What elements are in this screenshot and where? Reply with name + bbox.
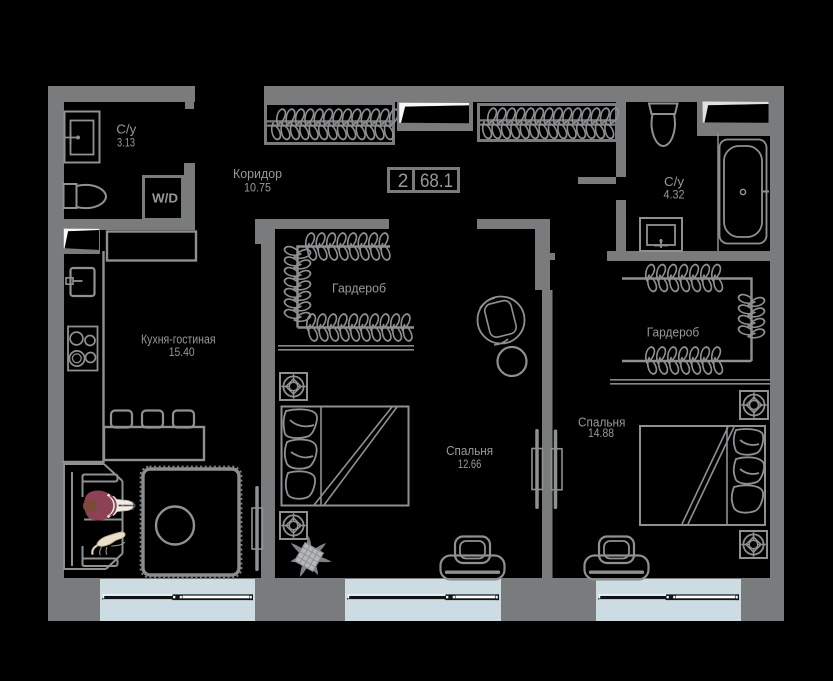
svg-text:Спальня: Спальня <box>578 415 626 430</box>
svg-text:Гардероб: Гардероб <box>332 281 386 296</box>
svg-text:Кухня-гостиная: Кухня-гостиная <box>141 332 216 347</box>
svg-text:Коридор: Коридор <box>233 166 282 181</box>
svg-text:С/у: С/у <box>116 122 137 137</box>
svg-text:Спальня: Спальня <box>446 443 493 458</box>
svg-text:68.1: 68.1 <box>420 171 453 192</box>
svg-text:12.66: 12.66 <box>458 457 482 471</box>
svg-text:10.75: 10.75 <box>244 181 271 195</box>
svg-text:2: 2 <box>398 171 409 192</box>
svg-text:С/у: С/у <box>664 174 685 189</box>
svg-text:Гардероб: Гардероб <box>647 325 700 340</box>
svg-text:4.32: 4.32 <box>664 188 685 202</box>
svg-text:15.40: 15.40 <box>169 345 195 359</box>
svg-text:14.88: 14.88 <box>588 426 614 440</box>
svg-text:W/D: W/D <box>152 192 178 206</box>
svg-text:3.13: 3.13 <box>117 136 135 150</box>
